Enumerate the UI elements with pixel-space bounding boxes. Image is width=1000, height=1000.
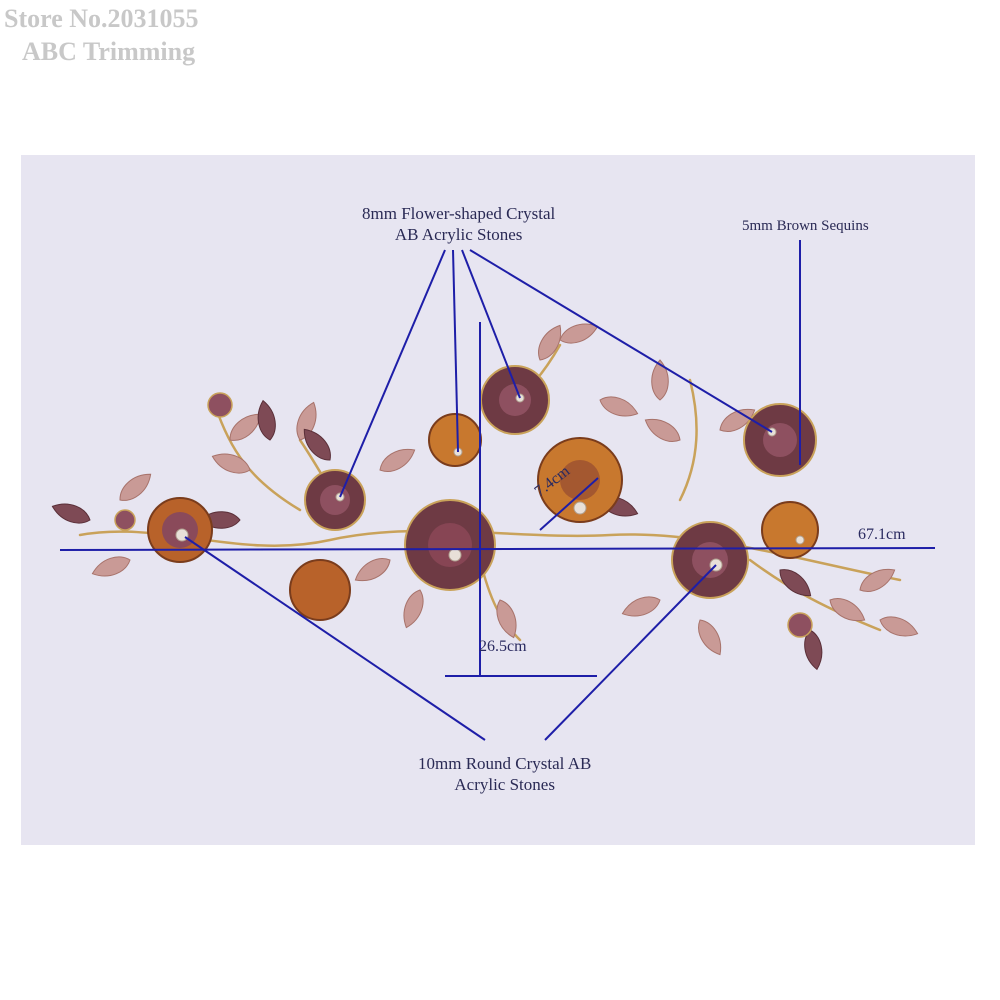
roses xyxy=(114,365,819,638)
width-dimension: 67.1cm xyxy=(858,526,906,543)
store-number: Store No.2031055 xyxy=(4,4,199,33)
sequins-label: 5mm Brown Sequins xyxy=(742,218,869,234)
round-stones-line2: Acrylic Stones xyxy=(454,775,555,794)
flower-stones-line2: AB Acrylic Stones xyxy=(394,225,523,244)
round-stones-line1: 10mm Round Crystal AB xyxy=(418,754,592,773)
round-stones-label: 10mm Round Crystal AB Acrylic Stones xyxy=(418,753,591,795)
flower-stones-line1: 8mm Flower-shaped Crystal xyxy=(362,204,556,223)
height-dimension: 26.5cm xyxy=(479,638,527,655)
store-watermark: Store No.2031055 ABC Trimming xyxy=(4,2,199,68)
flower-stones-label: 8mm Flower-shaped Crystal AB Acrylic Sto… xyxy=(362,203,555,245)
pointer-lines xyxy=(59,240,936,741)
brand-name: ABC Trimming xyxy=(22,37,196,66)
